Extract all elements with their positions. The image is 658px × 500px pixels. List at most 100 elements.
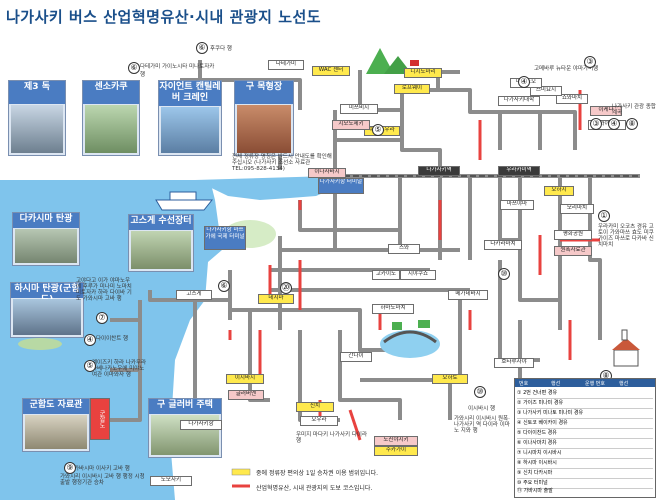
photo-caption: 다카시마 탄광 [13,213,79,228]
legend-row: ⑨ 신치 다카시마 [517,469,653,479]
photo-senshokaku: 센소카쿠 [82,80,140,156]
stop-urakami-station: 우라카미역 [498,166,540,176]
route-badge: ⑳ [280,282,292,294]
route-badge: ④ [518,76,530,88]
route-note: 우라카미 오코츠 경유 고토이 가와마쓰 효도 미쿠 가이즈 마쓰로 다카바 신… [598,224,654,248]
photo-takashima: 다카시마 탄광 [12,212,80,266]
legend-row: ⑤ 다이이찬드 경유 [517,429,653,439]
stop-nagasaki-port: 나가사키항 [180,420,222,430]
route-note: 전체 정류장 명칭은 반드시 안내도를 확인해 주십시오 (나가사키 조선소 사… [232,154,332,172]
legend-row: ⑧ 하시마 이시바시 [517,459,653,469]
stop-tojinyashiki: 도진야시키 [374,436,418,446]
legend-row: ④ 신토코 베이카이 경유 [517,419,653,429]
legend-col-dest: 행선 [551,381,561,387]
legend-row: ⑥ 이나사마치 경유 [517,439,653,449]
legend-col-number: 번호 [519,381,529,387]
route-badge: ⑧ [626,118,638,130]
photo-caption: 센소카쿠 [83,81,139,104]
route-note: 후쿠다 행 [210,46,232,52]
legend-row: ③ 나가사키 미나토 미나미 경유 [517,409,653,419]
stop-hamamachi: 하마노마치 [372,304,414,314]
key-yellow-swatch [231,468,251,476]
ferry-icon [155,191,214,211]
stop-ohashi: 오하시 [544,186,574,196]
photo-caption: 하시마 탄광(군함도) [11,283,83,305]
route-badge: ⑤ [84,360,96,372]
stop-suwa: 스와 [388,244,420,254]
route-badge: ④ [608,118,620,130]
stop-nagasaki-station: 나가사키역 [418,166,460,176]
stop-sumiyoshi: 스미요시 [530,86,562,96]
legend-row: ⑩ 주요 터미널 [517,479,653,489]
route-badge: ⑩ [474,386,486,398]
stop-oura: 오우라 [300,416,338,426]
island [18,338,62,350]
route-note: 고야다고 이가 야마노우에 후루가 미나미 노마치 미토자카 하라 다이바 기도… [76,278,132,302]
stop-shimonoseki: 시모노세키 [332,120,370,130]
route-badge: ⑥ [128,62,140,74]
route-note: 가와시리 이시바시 고바 행 행정 시청 출발 행정기관 승차 [60,474,145,486]
stop-ishibashi: 이시바시 [226,374,264,384]
route-badge: ③ [590,118,602,130]
route-badge: ⑥ [218,280,230,292]
upper-harbor-water [195,176,340,200]
photo-kosuge: 고스게 수선장터 [128,214,194,272]
stop-wac: WAC 센터 [312,66,350,76]
stop-takara: 다카라마치 [484,240,522,250]
stop-kannai: 간나이 [340,352,372,362]
legend-header: 번호 행선 운행 번호 행선 [515,379,655,387]
route-note: 나가사키 관광 종합 계곡 [612,104,656,116]
photo-hashima: 하시마 탄광(군함도) [10,282,84,338]
ropeway-car [410,60,419,66]
stop-inasa: 이나사바시 [308,168,346,178]
stop-kokaido: 고카이도 [372,270,400,280]
stop-chinatown: 주카가이 [374,446,418,456]
key-red-label: 산업혁명유산, 시내 관광지의 도보 코스입니다. [256,485,373,492]
page-title: 나가사키 버스 산업혁명유산·시내 관광지 노선도 [6,8,322,26]
photo-dock-3: 제3 독 [8,80,66,156]
stop-shiyakusho: 시야쿠쇼 [400,270,436,280]
photo-caption: 구 목형장 [235,81,293,104]
key-yellow-label: 중에 정류장 편의상 1일 승차권 이용 범위입니다. [256,470,379,477]
legend-row: ⑦ 니시마치 이시바시 [517,449,653,459]
stop-ferry-terminal: 나가사키항 터미널 [318,178,364,194]
mountain [366,48,394,74]
route-badge: ④ [84,334,96,346]
route-badge: ⑦ [96,312,108,324]
stop-meganebashi: 메가네바시 [448,290,488,300]
route-badge: ⑤ [372,124,384,136]
legend-col-route: 운행 번호 [585,381,605,387]
stop-iwaya: 이와야바시 [588,120,626,130]
stop-ohato: 오하토 [432,374,468,384]
route-note: 우미지 마다키 나가사키 다이라 행 [296,432,368,444]
stop-nagasakidaigaku: 나가사키대학 [498,96,540,106]
stop-hotarujaya: 호타루자야 [494,358,534,368]
legend-row: ② 가이즈 미나미 경유 [517,399,653,409]
route-note: 이시바시 행 [468,406,496,412]
stop-showa: 쇼와마치 [556,94,588,104]
route-badge: ⑨ [64,462,76,474]
photo-old-pattern-shop: 구 목형장 [234,80,294,156]
stop-matsuyama: 마쓰야마 [500,200,534,210]
route-badge: ③ [584,56,596,68]
stop-ropeway: 로프웨이 [394,84,430,94]
photo-caption: 고스게 수선장터 [129,215,193,230]
photo-caption: 자이언트 캔틸레버 크레인 [159,81,221,106]
route-note: 고메바루 뉴타운 야마가미행 [534,66,599,72]
route-badge: ⑩ [498,268,510,280]
route-note: 가와시리 이시바시 원폭·나가사키 역 다이라 이마노 지뫄 행 [454,416,510,434]
stop-heiwa: 평화공원 [554,230,592,240]
stop-shinchi: 신치 [296,402,334,412]
stop-genbaku: 원폭자료관 [554,246,592,256]
route-note: 계이즈키 하라 나카무라 아베나카노우에 미야노 여관 이마와자 행 [92,360,147,378]
photo-gunkanjima-museum: 군함도 자료관 [22,398,90,452]
photo-caption: 구 글러버 주택 [149,399,221,414]
legend-col-dest2: 행선 [619,381,629,387]
stop-international-terminal: 나가사키항 마쓰가에 국제 터미널 [204,226,246,250]
stop-morimachi: 모리마치 [560,204,594,214]
route-badge: ⑥ [196,42,208,54]
stop-glover: 글러버엔 [228,390,264,400]
stop-gunkanjima: 군함도 [90,398,110,440]
photo-giant-crane: 자이언트 캔틸레버 크레인 [158,80,222,156]
stop-dejima: 데지마 [258,294,294,304]
